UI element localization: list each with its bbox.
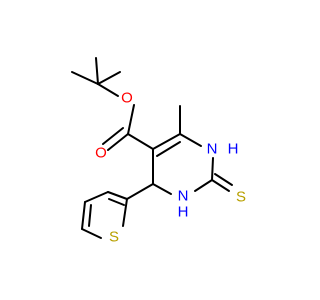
structure-canvas: O O N H N H S S xyxy=(71,57,247,246)
bond-carbonyl-double-a xyxy=(107,133,129,151)
bond-carbonyl-double-b xyxy=(102,127,124,145)
bond-thiophene-c2-s xyxy=(122,198,128,227)
nitrogen-bottom-label: N xyxy=(178,188,189,205)
bond-thiophene-c3-c2-b xyxy=(108,198,125,206)
bond-c2-thione-a xyxy=(211,179,230,192)
bond-c5-c6-double-b xyxy=(156,141,181,157)
bond-tbu-methyl-top xyxy=(95,57,99,85)
bond-c5-c6-double-a xyxy=(152,133,181,150)
bond-thiophene-s-c5 xyxy=(81,228,102,239)
bond-tbu-methyl-right xyxy=(97,71,121,85)
bond-c6-n1 xyxy=(179,133,202,147)
bond-n1-c2 xyxy=(211,157,214,181)
sulfur-thione-label: S xyxy=(236,189,246,206)
bond-thiophene-c3-c2-a xyxy=(107,191,128,200)
bond-carbonyl-carbon-to-c5 xyxy=(127,133,154,150)
bonds xyxy=(71,57,233,239)
atom-labels: O O N H N H S S xyxy=(95,90,246,246)
bond-thiophene-c5-c4-b xyxy=(88,204,92,227)
bond-n3-c4 xyxy=(152,183,172,195)
bond-ester-oxygen-to-carbonyl-carbon xyxy=(127,104,135,135)
sulfur-thiophene-label: S xyxy=(109,229,119,246)
bond-c2-thione-b xyxy=(214,173,233,186)
bond-c4-thiophene-c2 xyxy=(126,183,154,200)
bond-thiophene-c5-c4-a xyxy=(81,201,86,230)
molecule-diagram: O O N H N H S S xyxy=(71,57,246,246)
oxygen-carbonyl-label: O xyxy=(95,145,107,162)
oxygen-ester-label: O xyxy=(121,90,133,107)
bond-tbu-methyl-left xyxy=(71,71,99,85)
hydrogen-on-nitrogen-top-label: H xyxy=(228,141,239,158)
hydrogen-on-nitrogen-bottom-label: H xyxy=(178,204,189,221)
nitrogen-top-label: N xyxy=(207,141,218,158)
bond-thiophene-c4-c3 xyxy=(84,191,109,203)
bond-c2-n3 xyxy=(194,179,213,192)
bond-tbu-to-ester-oxygen xyxy=(97,83,119,97)
